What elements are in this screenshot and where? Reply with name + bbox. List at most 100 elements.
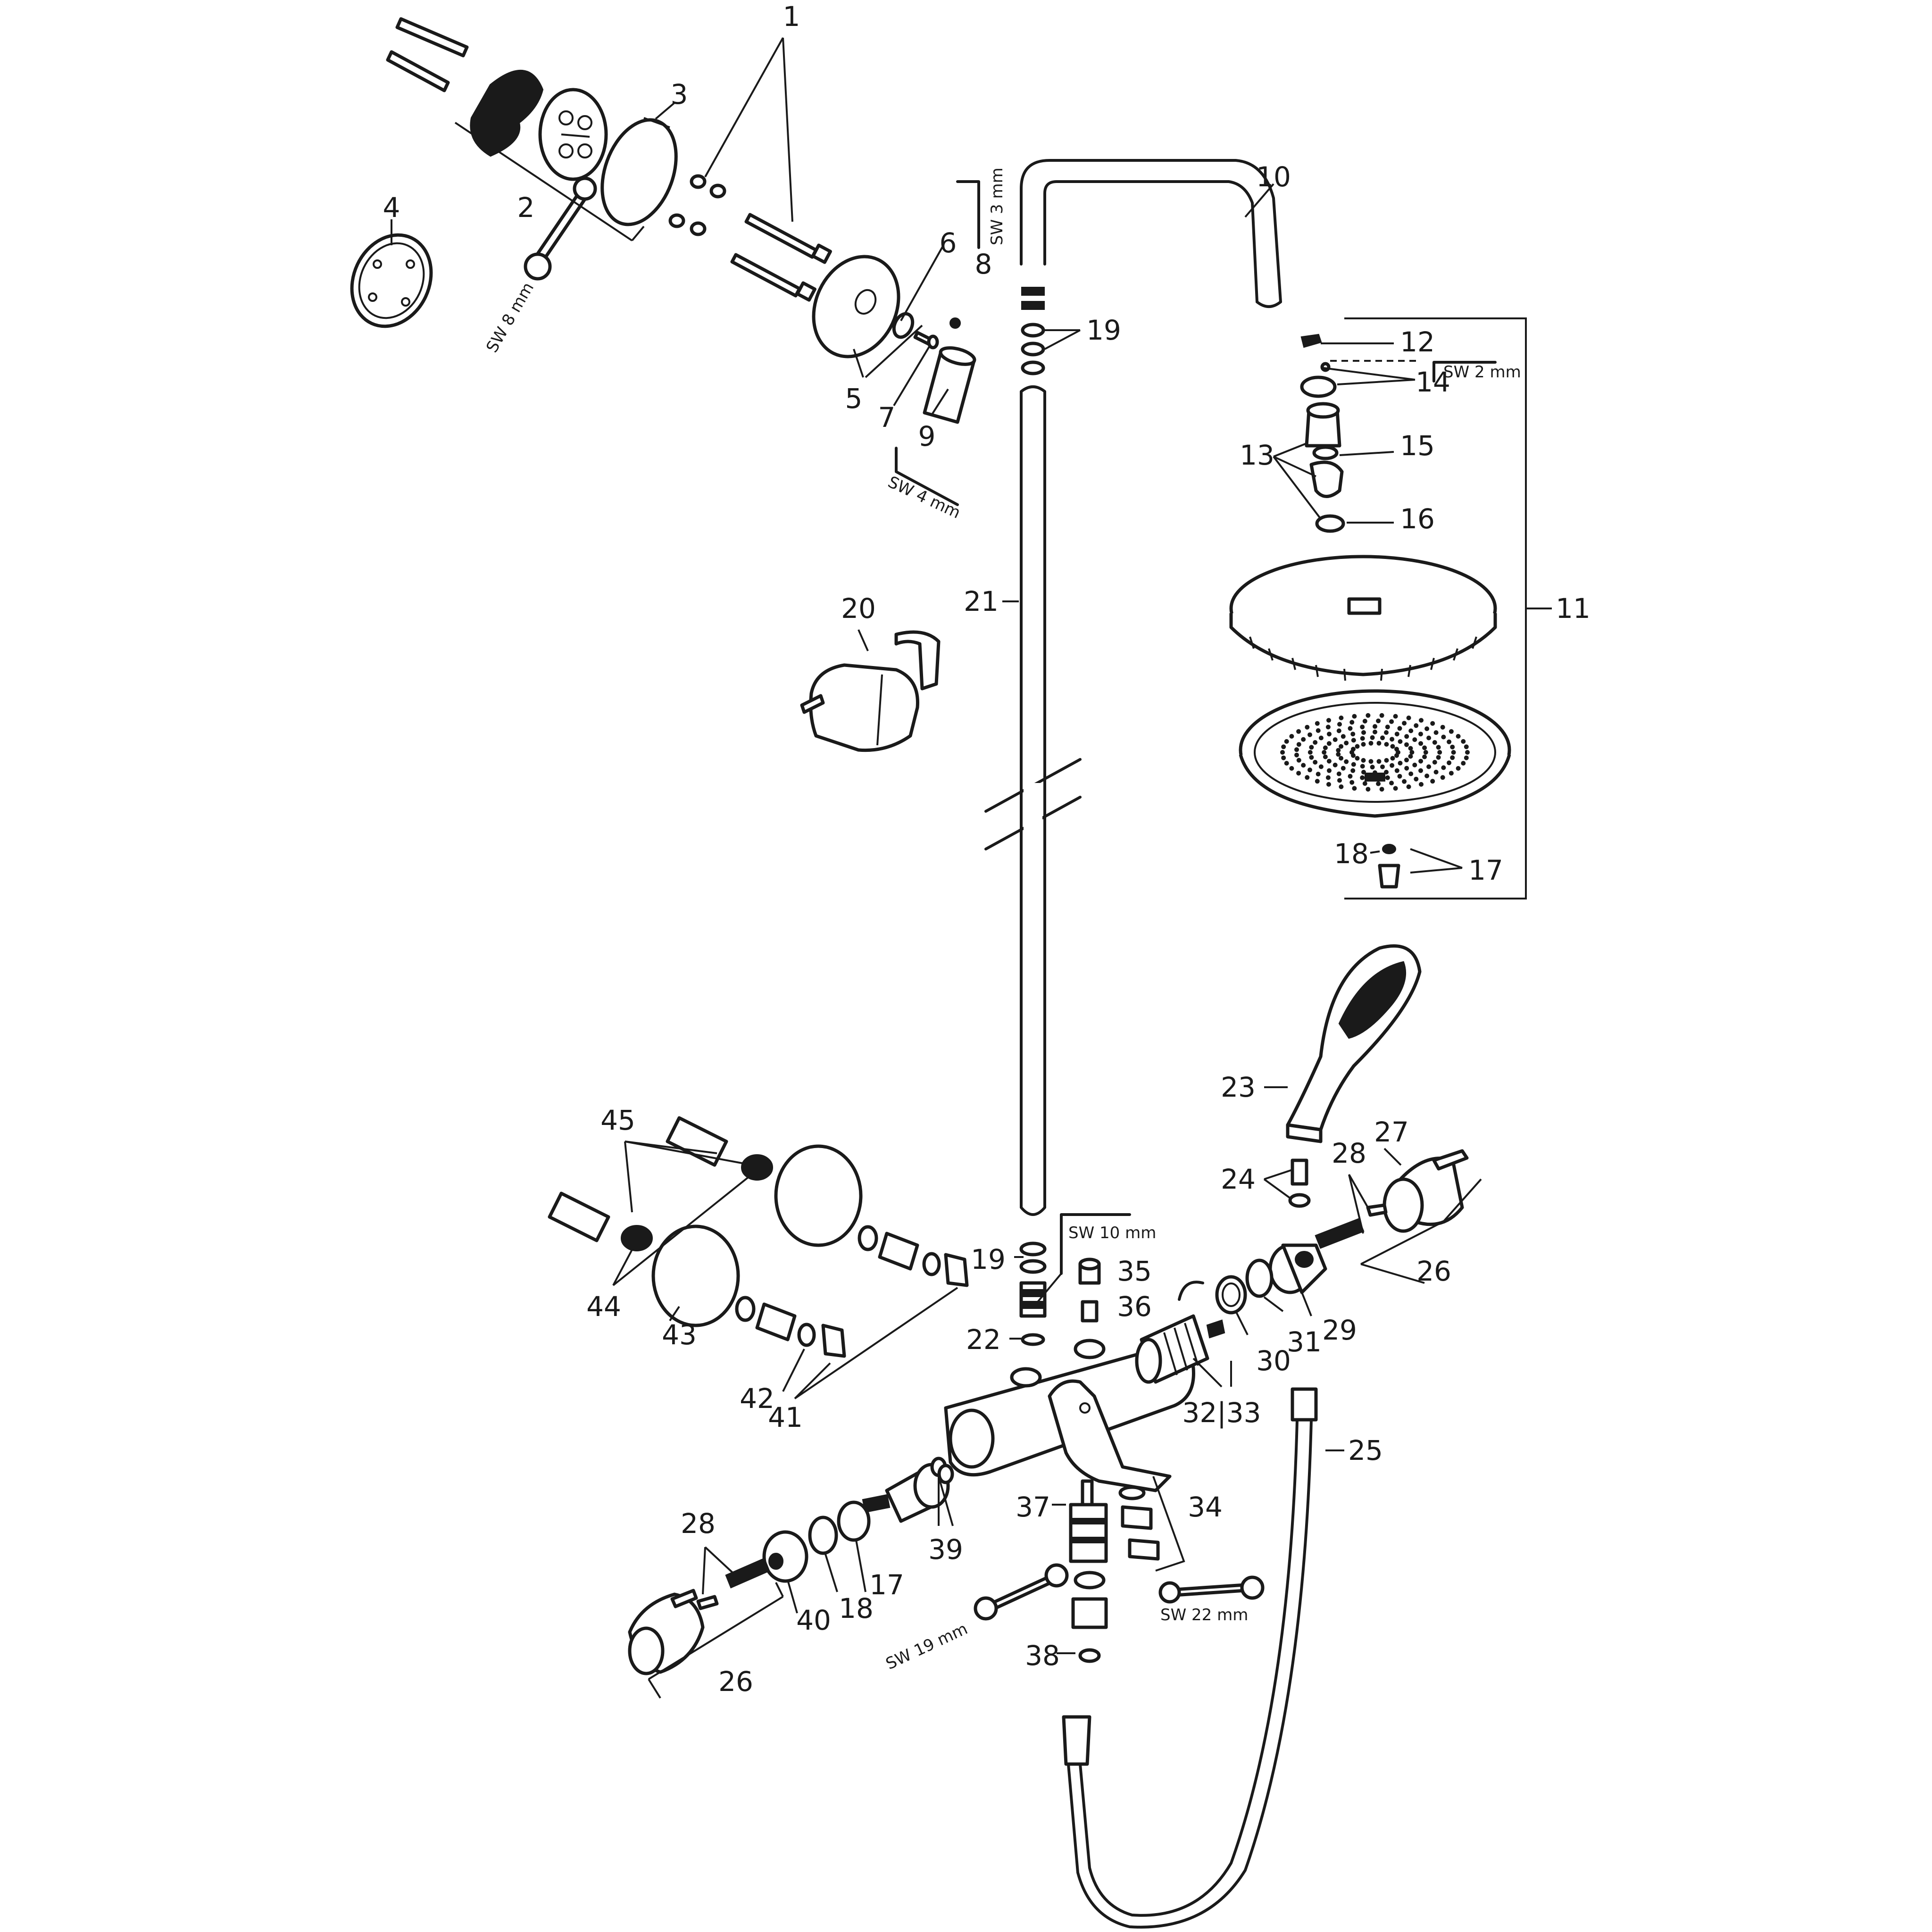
spray-hole (1351, 747, 1356, 752)
label-29: 29 (1322, 1314, 1357, 1346)
spray-hole (1384, 742, 1389, 747)
spray-hole (1307, 767, 1312, 773)
label-24: 24 (1221, 1163, 1256, 1195)
spray-hole (1393, 714, 1398, 719)
tool-sw22-label: SW 22 mm (1160, 1606, 1248, 1624)
spray-hole (1307, 750, 1313, 755)
label-6: 6 (940, 227, 957, 259)
label-3: 3 (671, 78, 688, 110)
spray-hole (1315, 721, 1320, 726)
sealing-plate (470, 69, 544, 157)
cartridge-32-33 (1135, 1314, 1225, 1384)
handle-27 (1382, 1149, 1469, 1233)
spray-hole (1327, 768, 1332, 773)
cap-40 (762, 1530, 808, 1583)
spray-hole (1370, 765, 1375, 770)
label-42: 42 (740, 1382, 774, 1415)
long-screws (386, 17, 469, 92)
label-35: 35 (1117, 1255, 1152, 1287)
spray-hole (1418, 732, 1423, 737)
tool-sw19-label: SW 19 mm (883, 1619, 971, 1674)
spray-hole (1441, 734, 1446, 740)
spray-hole (1327, 732, 1332, 737)
spray-hole (1464, 744, 1469, 749)
spring-28-left (725, 1557, 770, 1589)
aerator-34 (1118, 1476, 1185, 1572)
shower-hose-25 (1062, 1387, 1344, 1929)
spray-hole (1368, 759, 1374, 764)
spray-hole (1379, 787, 1384, 792)
spray-hole (1390, 744, 1395, 749)
spray-hole (1294, 752, 1299, 758)
spray-hole (1436, 745, 1441, 750)
spray-hole (1332, 737, 1338, 742)
spray-hole (1422, 745, 1427, 750)
overhead-shower-assembly (1229, 317, 1552, 899)
spray-hole (1296, 758, 1301, 763)
spray-hole (1447, 760, 1452, 766)
spray-hole (1437, 750, 1442, 755)
spray-hole (1355, 744, 1360, 749)
label-45: 45 (600, 1104, 635, 1136)
spray-hole (1301, 737, 1306, 742)
spray-hole (1336, 728, 1341, 733)
spray-hole (1394, 732, 1399, 737)
spray-hole (1281, 744, 1286, 749)
spray-hole (1350, 732, 1356, 737)
label-12: 12 (1400, 326, 1435, 358)
spray-hole (1376, 781, 1381, 786)
spray-hole (1316, 772, 1321, 777)
label-19-top: 19 (1086, 314, 1121, 346)
spray-hole (1349, 780, 1355, 785)
spray-hole (1414, 776, 1419, 782)
spray-hole (1362, 781, 1367, 786)
label-20: 20 (841, 592, 876, 625)
spray-hole (1376, 759, 1382, 764)
spray-hole (1326, 758, 1332, 764)
o-ring-18 (808, 1516, 838, 1555)
label-38: 38 (1025, 1640, 1060, 1672)
tool-sw2-label: SW 2 mm (1443, 363, 1521, 382)
spray-hole (1390, 763, 1395, 768)
spray-hole (1449, 729, 1454, 734)
spray-hole (1408, 728, 1414, 733)
spray-hole (1348, 726, 1353, 731)
spray-hole (1325, 775, 1331, 780)
spray-hole (1456, 766, 1461, 771)
spray-hole (1349, 720, 1355, 725)
label-22: 22 (966, 1324, 1001, 1356)
spray-hole (1366, 713, 1371, 718)
label-41: 41 (768, 1401, 803, 1433)
wall-connectors (548, 1116, 969, 1399)
spray-hole (1406, 716, 1411, 720)
spray-hole (1336, 752, 1341, 757)
part-number-labels: 1 3 2 4 6 8 5 7 9 10 19 12 14 13 15 16 1… (383, 0, 1591, 1698)
spray-hole (1390, 737, 1395, 742)
label-37: 37 (1016, 1491, 1050, 1523)
spray-hole (1450, 755, 1455, 760)
spray-hole (1326, 741, 1332, 746)
spray-hole (1380, 735, 1385, 741)
nut-12 (1300, 333, 1322, 348)
o-ring-31 (1245, 1258, 1274, 1298)
spray-hole (1323, 745, 1328, 750)
o-ring-6 (892, 312, 915, 339)
spray-hole (1394, 747, 1399, 752)
nozzle-teeth (1249, 636, 1477, 681)
hex-key-sw4-icon (895, 447, 959, 506)
spray-hole (1360, 775, 1365, 780)
spray-hole (1326, 718, 1331, 723)
spray-hole (1322, 750, 1327, 755)
spray-hole (1361, 730, 1366, 735)
spray-hole (1350, 768, 1356, 773)
label-28-right: 28 (1332, 1137, 1366, 1169)
spray-hole (1418, 758, 1424, 764)
label-14: 14 (1416, 366, 1450, 398)
spray-hole (1402, 721, 1407, 726)
spray-hole (1440, 724, 1445, 730)
spray-hole (1344, 741, 1349, 746)
label-25: 25 (1348, 1434, 1383, 1466)
spray-hole (1419, 782, 1424, 787)
label-26-right: 26 (1416, 1255, 1451, 1287)
hex-key-sw2-icon (1432, 361, 1497, 383)
